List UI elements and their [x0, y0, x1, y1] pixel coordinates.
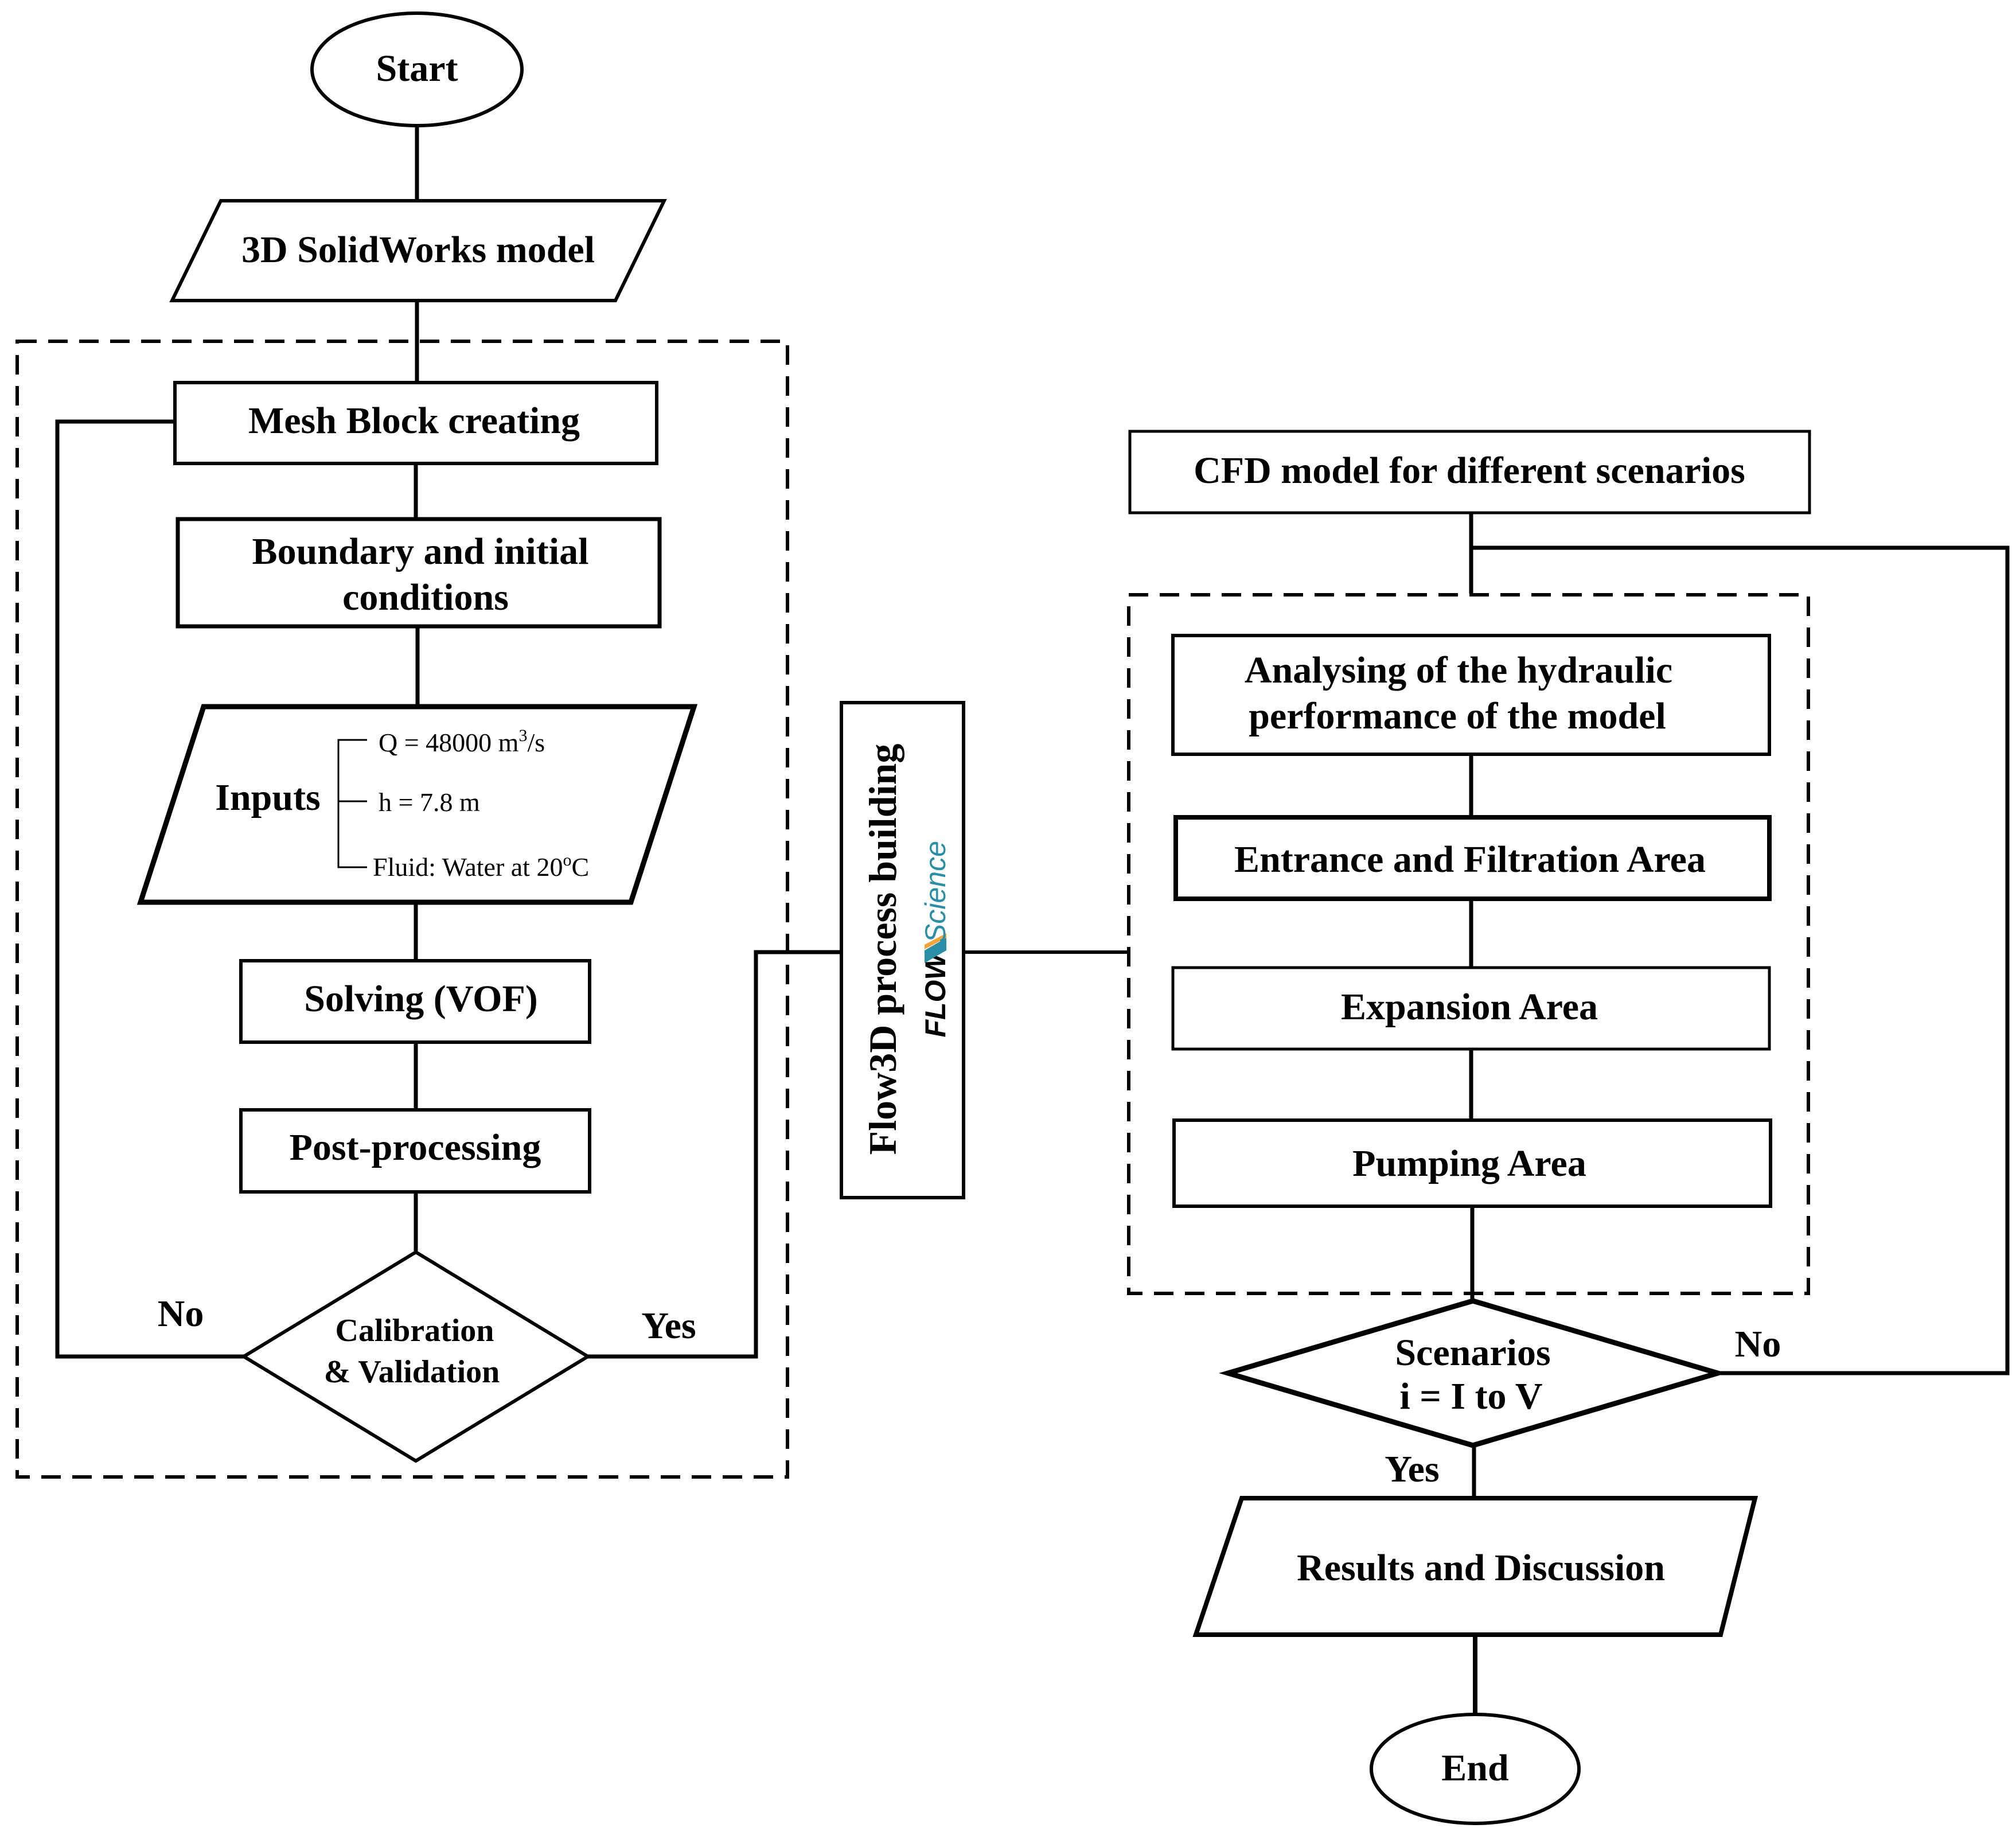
end-label: End	[1441, 1747, 1508, 1789]
start-label: Start	[376, 48, 458, 89]
input-flowrate: Q = 48000 m3/s	[379, 726, 545, 757]
calibration-label-line2: & Validation	[324, 1354, 500, 1390]
boundary-node	[176, 517, 662, 629]
flow-logo-accent	[925, 933, 946, 949]
edge-label-yes-left: Yes	[641, 1305, 696, 1347]
input-head: h = 7.8 m	[379, 788, 480, 817]
solidworks-node	[169, 199, 667, 302]
science-logo-text: Science	[919, 841, 952, 943]
calibration-node	[240, 1250, 591, 1463]
inputs-label: Inputs	[215, 777, 320, 818]
right-process-group	[1127, 593, 1810, 1295]
scenarios-label-line1: Scenarios	[1395, 1332, 1550, 1374]
flow-logo-text: FLOW	[919, 951, 952, 1038]
analysing-node	[1171, 634, 1771, 756]
scenarios-label-line2: i = I to V	[1399, 1375, 1542, 1417]
results-node	[1192, 1496, 1758, 1637]
pumping-label: Pumping Area	[1352, 1143, 1586, 1184]
boundary-label-line2: conditions	[342, 576, 509, 618]
edge-label-no-left: No	[158, 1293, 204, 1335]
flow-logo-mark	[925, 938, 946, 963]
inputs-node	[137, 704, 698, 905]
expansion-label: Expansion Area	[1341, 986, 1598, 1028]
post-node	[239, 1108, 591, 1194]
entrance-label: Entrance and Filtration Area	[1234, 839, 1706, 880]
left-process-group	[15, 340, 789, 1479]
calibration-label-line1: Calibration	[336, 1313, 494, 1348]
flow-science-logo: FLOW Science	[919, 841, 952, 1038]
pumping-node	[1172, 1118, 1772, 1208]
results-label: Results and Discussion	[1297, 1547, 1665, 1589]
solving-node	[239, 959, 591, 1044]
cfd-label: CFD model for different scenarios	[1194, 450, 1745, 492]
post-label: Post-processing	[290, 1126, 541, 1168]
analysing-label-line1: Analysing of the hydraulic	[1245, 649, 1672, 691]
boundary-label-line1: Boundary and initial	[252, 531, 589, 572]
mesh-label: Mesh Block creating	[248, 400, 580, 442]
inputs-bracket	[337, 739, 367, 868]
edge-label-yes-right: Yes	[1385, 1448, 1439, 1490]
edge-calibration-yes	[588, 950, 840, 1359]
edge-label-no-right: No	[1735, 1323, 1781, 1365]
solidworks-label: 3D SolidWorks model	[241, 229, 595, 271]
input-fluid: Fluid: Water at 20oC	[373, 851, 589, 882]
flow3d-label: Flow3D process building	[861, 744, 904, 1155]
analysing-label-line2: performance of the model	[1249, 695, 1666, 737]
edge-scenarios-no-loop	[1472, 545, 2010, 1375]
expansion-node	[1171, 966, 1771, 1051]
cfd-node	[1128, 430, 1811, 514]
edge-calibration-no-loop	[55, 419, 244, 1359]
solving-label: Solving (VOF)	[304, 978, 538, 1020]
end-node	[1370, 1713, 1581, 1825]
